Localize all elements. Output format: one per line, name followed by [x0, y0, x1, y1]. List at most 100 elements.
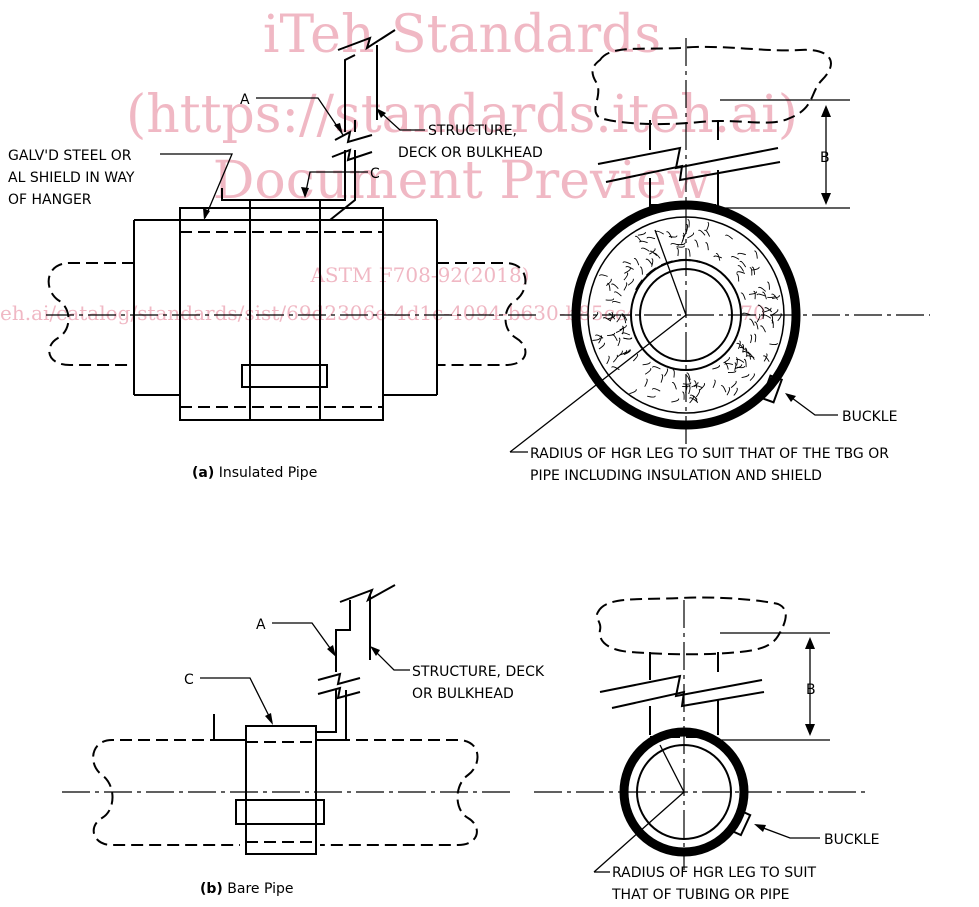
- insulation-fiber: [704, 229, 711, 237]
- insulation-fiber: [743, 358, 747, 368]
- hanger-strap: [249, 199, 321, 421]
- insulation-fiber: [736, 273, 740, 282]
- insulation-fiber: [598, 335, 603, 344]
- insulation-fiber: [595, 334, 604, 339]
- buckle-a: [760, 374, 784, 404]
- insulation-fiber: [749, 267, 753, 276]
- insulation-fiber: [693, 385, 703, 389]
- insulation-fiber: [639, 240, 648, 244]
- structure-cloud-a: [591, 45, 832, 126]
- insulation-fiber: [771, 293, 778, 300]
- hanger-strap-b: [245, 725, 317, 855]
- insulation-fiber: [615, 327, 623, 334]
- insulation-fiber: [724, 362, 734, 366]
- insulation-fiber: [644, 367, 652, 375]
- insulation-fiber: [599, 274, 608, 277]
- leader-structure-b: [371, 647, 410, 671]
- insulation-texture: [592, 219, 782, 404]
- insulation-fiber: [655, 230, 664, 235]
- insulation-fiber: [623, 272, 629, 281]
- insulation-fiber: [685, 223, 689, 233]
- radius-note-a-line-1: RADIUS OF HGR LEG TO SUIT THAT OF THE TB…: [530, 446, 889, 462]
- insulation-fiber: [677, 242, 686, 246]
- insulation-fiber: [751, 266, 755, 275]
- insulation-fiber: [723, 356, 730, 364]
- insulation-fiber: [769, 343, 778, 345]
- insulation-fiber: [727, 370, 737, 374]
- radius-note-b-line-2: THAT OF TUBING OR PIPE: [611, 887, 789, 903]
- insulation-fiber: [611, 300, 621, 304]
- pipe-b-right: [320, 739, 479, 846]
- insulation-fiber: [637, 231, 646, 236]
- insulation-fiber: [622, 325, 624, 335]
- insulation-fiber: [705, 242, 709, 251]
- insulation-fiber: [620, 349, 628, 356]
- label-b-a: B: [820, 150, 830, 166]
- break-line-a-1: [597, 146, 779, 170]
- insulation-fiber: [640, 247, 650, 252]
- insulation-fiber: [699, 382, 706, 391]
- insulation-fiber: [639, 266, 643, 275]
- insulation-fiber: [627, 278, 634, 286]
- insulation-fiber: [737, 340, 741, 349]
- insulation-fiber: [754, 333, 757, 343]
- insulation-fiber: [623, 282, 628, 291]
- watermark-line-1: iTeh Standards: [263, 5, 661, 65]
- insulation-fiber: [686, 372, 691, 381]
- insulation-fiber: [611, 334, 618, 341]
- insulation-fiber: [762, 355, 770, 362]
- insulation-fiber: [736, 342, 744, 349]
- buckle-label-a: BUCKLE: [842, 409, 897, 425]
- insulation-fiber: [767, 295, 776, 298]
- insulation-fiber: [756, 293, 766, 297]
- insulation-fiber: [694, 239, 699, 248]
- radius-note-a-line-2: PIPE INCLUDING INSULATION AND SHIELD: [530, 468, 822, 484]
- insulation-fiber: [691, 381, 699, 388]
- insulation-fiber: [713, 255, 722, 259]
- insulation-fiber: [689, 395, 694, 404]
- insulation-fiber: [687, 232, 695, 239]
- leader-radius-a: [509, 314, 687, 453]
- leader-a-b: [272, 622, 336, 656]
- insulation-fiber: [619, 324, 627, 331]
- radius-note-b-line-1: RADIUS OF HGR LEG TO SUIT: [612, 865, 817, 881]
- leader-structure: [377, 109, 425, 131]
- insulation-fiber: [652, 366, 661, 370]
- insulation-fiber: [616, 350, 623, 358]
- caption-a: (a) Insulated Pipe: [192, 465, 317, 481]
- insulation-fiber: [762, 291, 767, 300]
- insulation-fiber: [607, 282, 611, 291]
- insulation-fiber: [693, 380, 698, 389]
- insulation-fiber: [741, 373, 750, 379]
- pipe-b-left: [92, 739, 240, 846]
- insulation-fiber: [753, 290, 756, 300]
- insulation-fiber: [748, 353, 755, 360]
- structure-cloud-b: [595, 596, 787, 656]
- hanger-buckle-band: [241, 364, 328, 388]
- insulation-fiber: [622, 261, 632, 265]
- insulation-fiber: [772, 295, 780, 300]
- insulation-fiber: [689, 397, 698, 402]
- insulation-fiber: [712, 364, 720, 370]
- insulation-fiber: [607, 332, 616, 337]
- insulation-fiber: [750, 334, 753, 344]
- hanger-leg-b: [213, 690, 347, 741]
- insulation-fiber: [651, 388, 661, 392]
- structure-note-b-line-2: OR BULKHEAD: [412, 686, 514, 702]
- break-line-b-2: [611, 690, 765, 709]
- label-c: C: [370, 166, 380, 182]
- insulation-fiber: [681, 232, 685, 242]
- structure-break-line: [337, 29, 396, 51]
- insulation-fiber: [592, 311, 599, 320]
- insulation-fiber: [734, 362, 737, 371]
- figure-b-end-view: B RADIUS OF HGR LEG TO SUIT THAT OF TUBI…: [534, 596, 879, 903]
- insulation-fiber: [771, 308, 779, 316]
- insulation-fiber: [676, 247, 679, 257]
- hanger-buckle-band-b: [235, 799, 325, 825]
- insulation-fiber: [651, 258, 654, 267]
- insulation-fiber: [676, 245, 685, 248]
- insulation-fiber: [682, 382, 692, 385]
- watermark-line-4: ASTM F708-92(2018): [309, 263, 529, 287]
